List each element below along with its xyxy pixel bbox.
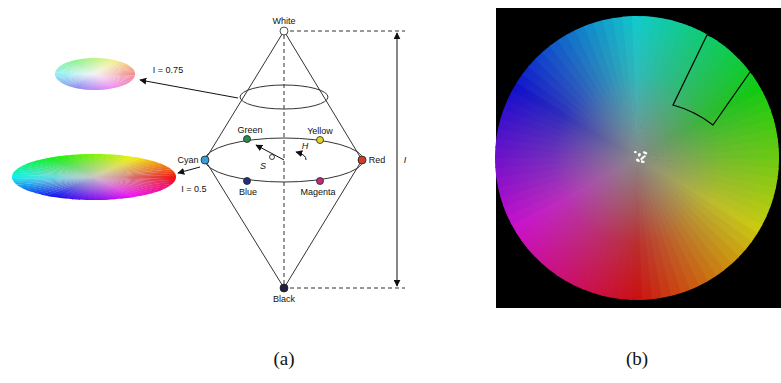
angle-label: H	[302, 142, 309, 151]
point-label: Red	[369, 156, 386, 165]
pixel-dot	[637, 159, 639, 161]
selection-sector	[673, 35, 757, 125]
pixel-scatter	[634, 151, 647, 163]
point-label: Yellow	[307, 127, 333, 136]
intensity-disc	[12, 154, 176, 200]
point-label: Blue	[239, 188, 257, 197]
dimension-arrow	[397, 33, 398, 286]
hue-wheel	[495, 16, 779, 300]
pixel-dot	[638, 154, 640, 156]
pixel-dot	[634, 151, 636, 153]
pixel-dot	[636, 159, 638, 161]
panel-label: (a)	[273, 349, 294, 368]
dashed-axis	[284, 31, 405, 288]
disc-shading	[55, 58, 135, 90]
pixel-dot	[638, 153, 640, 155]
point-label: White	[272, 17, 295, 26]
double-cone	[205, 31, 363, 288]
center-mark	[270, 155, 275, 160]
color-points	[201, 27, 366, 292]
pixel-dot	[638, 160, 640, 162]
point-label: Green	[237, 126, 262, 135]
axis-label: S	[260, 162, 266, 171]
intensity-label: I = 0.75	[153, 66, 183, 75]
saturation-arrow	[256, 145, 284, 160]
disc-shading	[12, 154, 176, 200]
point-label: Cyan	[177, 156, 198, 165]
pixel-dot	[634, 151, 636, 153]
intensity-disc	[55, 58, 135, 90]
black-ground	[496, 8, 781, 308]
leader-arrow	[178, 167, 200, 173]
intensity-label: I = 0.5	[181, 185, 206, 194]
point-label: Black	[273, 295, 295, 304]
wheel-shading	[495, 16, 779, 300]
pixel-dot	[641, 157, 643, 159]
pixel-dot	[636, 158, 638, 160]
pixel-dot	[641, 160, 643, 162]
pixel-dot	[642, 161, 644, 163]
dimension-label: I	[404, 156, 407, 165]
point-label: Magenta	[300, 188, 335, 197]
leader-arrow	[140, 80, 238, 98]
pixel-dot	[641, 161, 643, 163]
pixel-dot	[644, 152, 646, 154]
hue-arc	[296, 152, 306, 160]
pixel-dot	[643, 151, 645, 153]
pixel-dot	[639, 154, 641, 156]
pixel-dot	[644, 152, 646, 154]
pixel-dot	[638, 155, 640, 157]
panel-label: (b)	[626, 349, 648, 368]
